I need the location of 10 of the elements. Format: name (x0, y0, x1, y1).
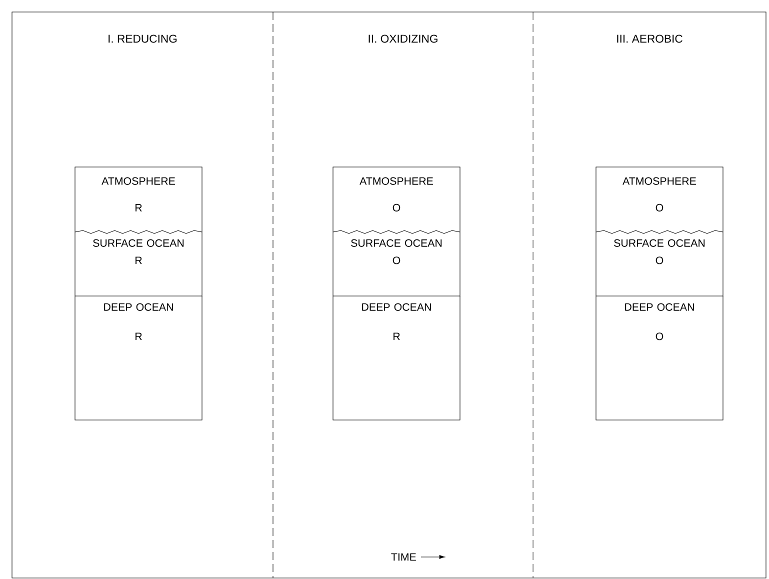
compartment-box: DEEP OCEAN R (74, 296, 202, 420)
compartment-box: ATMOSPHERE O (596, 166, 724, 234)
compartment-box: SURFACE OCEAN O (332, 232, 460, 296)
axis-label: TIME (391, 553, 416, 561)
compartment-box: DEEP OCEAN R (332, 296, 460, 420)
compartment-box: SURFACE OCEAN O (596, 232, 724, 296)
compartment-box: ATMOSPHERE R (74, 166, 202, 234)
compartment-box: SURFACE OCEAN R (74, 232, 202, 296)
compartment-box: ATMOSPHERE O (332, 166, 460, 234)
compartment-box: DEEP OCEAN O (596, 296, 724, 420)
